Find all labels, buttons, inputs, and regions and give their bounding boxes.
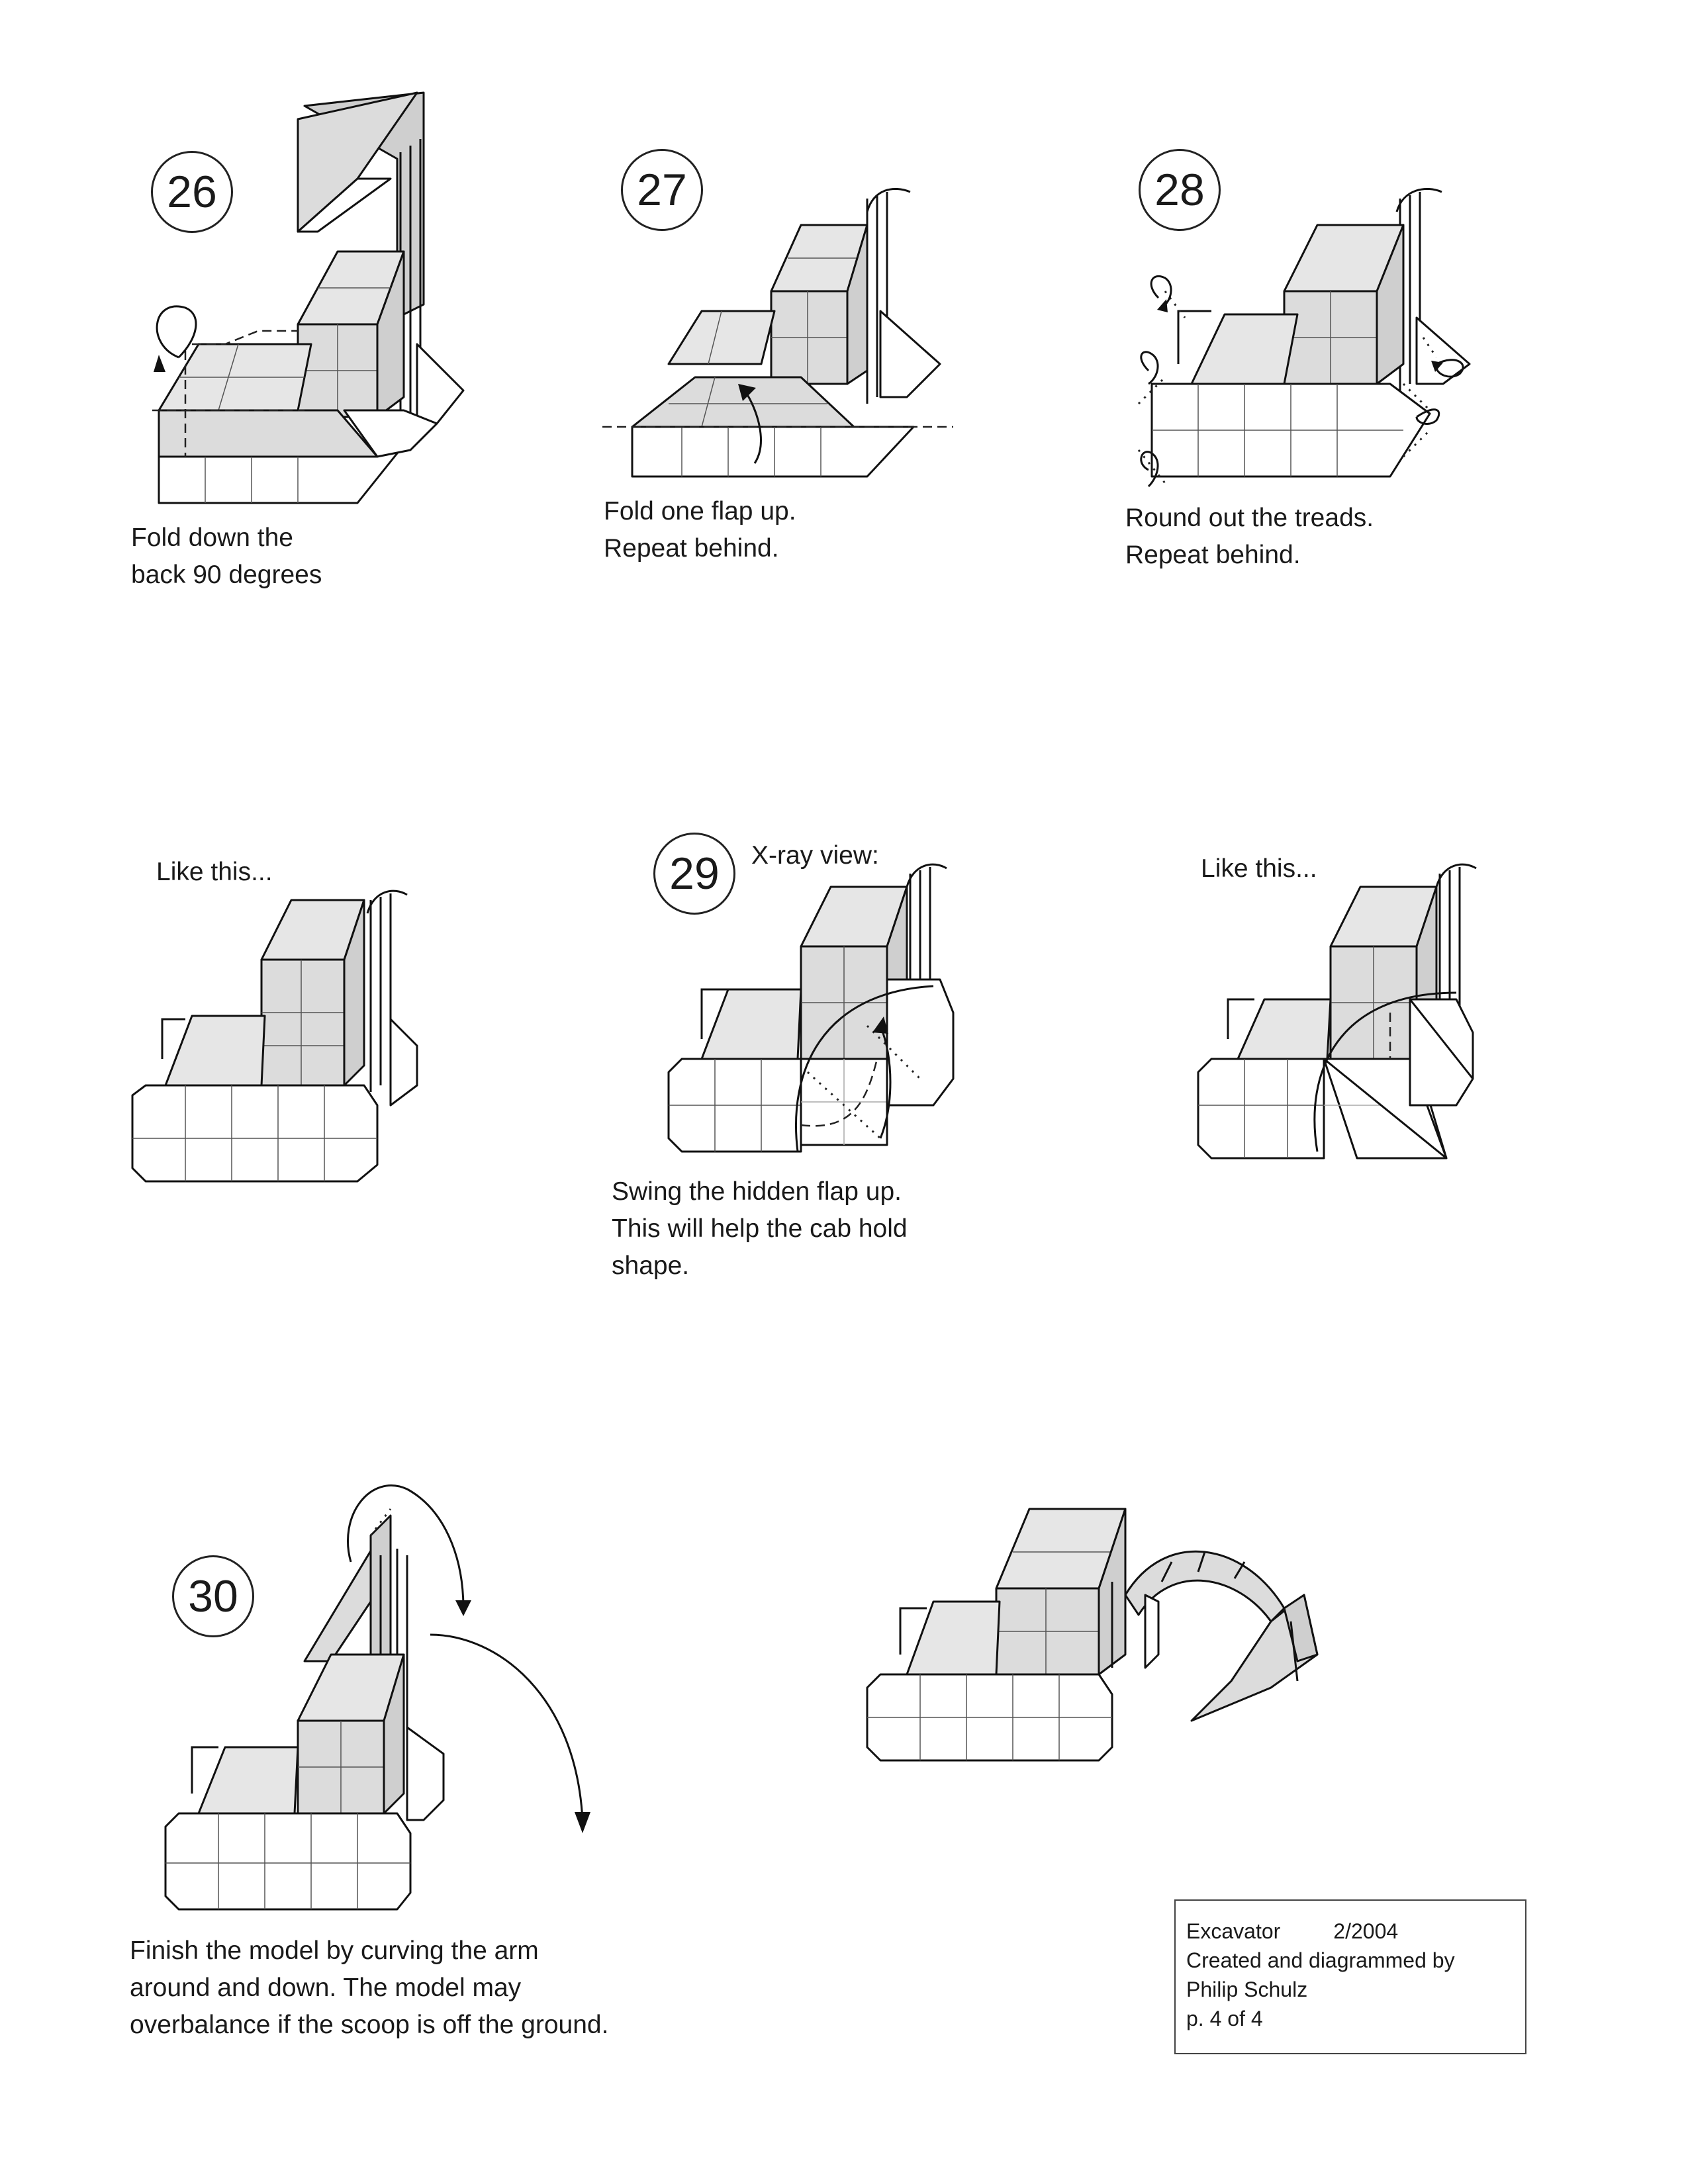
like-this-diagram-right	[1192, 860, 1496, 1171]
credits-author: Philip Schulz	[1186, 1978, 1308, 2001]
like-this-diagram-left	[126, 887, 430, 1185]
step-30-caption: Finish the model by curving the arm arou…	[130, 1936, 609, 2039]
step-30-diagram	[152, 1476, 590, 1926]
xray-view-note: X-ray view:	[751, 841, 879, 870]
credits-page: p. 4 of 4	[1186, 2007, 1263, 2030]
like-this-note-left: Like this...	[156, 858, 273, 886]
step-26-diagram	[139, 79, 483, 516]
step-26-caption: Fold down the back 90 degrees	[131, 523, 322, 589]
credits-box: Excavator 2/2004 Created and diagrammed b…	[1174, 1899, 1526, 2054]
step-28-diagram	[1125, 185, 1496, 496]
like-this-note-right: Like this...	[1201, 854, 1317, 883]
model-date: 2/2004	[1333, 1919, 1399, 1943]
credits-title-row: Excavator 2/2004	[1186, 1917, 1515, 1946]
model-name: Excavator	[1186, 1919, 1281, 1943]
step-30-number: 30	[172, 1555, 254, 1637]
step-29-caption: Swing the hidden flap up. This will help…	[612, 1177, 908, 1280]
step-27-caption: Fold one flap up. Repeat behind.	[604, 497, 796, 563]
step-27-diagram	[602, 185, 960, 483]
step-27-number: 27	[621, 149, 703, 231]
final-model-diagram	[861, 1489, 1337, 1787]
step-29-diagram	[655, 860, 966, 1171]
step-29-number: 29	[653, 833, 735, 915]
step-28-caption: Round out the treads. Repeat behind.	[1125, 504, 1374, 569]
credits-created-by: Created and diagrammed by	[1186, 1948, 1455, 1972]
step-26-number: 26	[151, 151, 233, 233]
step-28-number: 28	[1139, 149, 1221, 231]
